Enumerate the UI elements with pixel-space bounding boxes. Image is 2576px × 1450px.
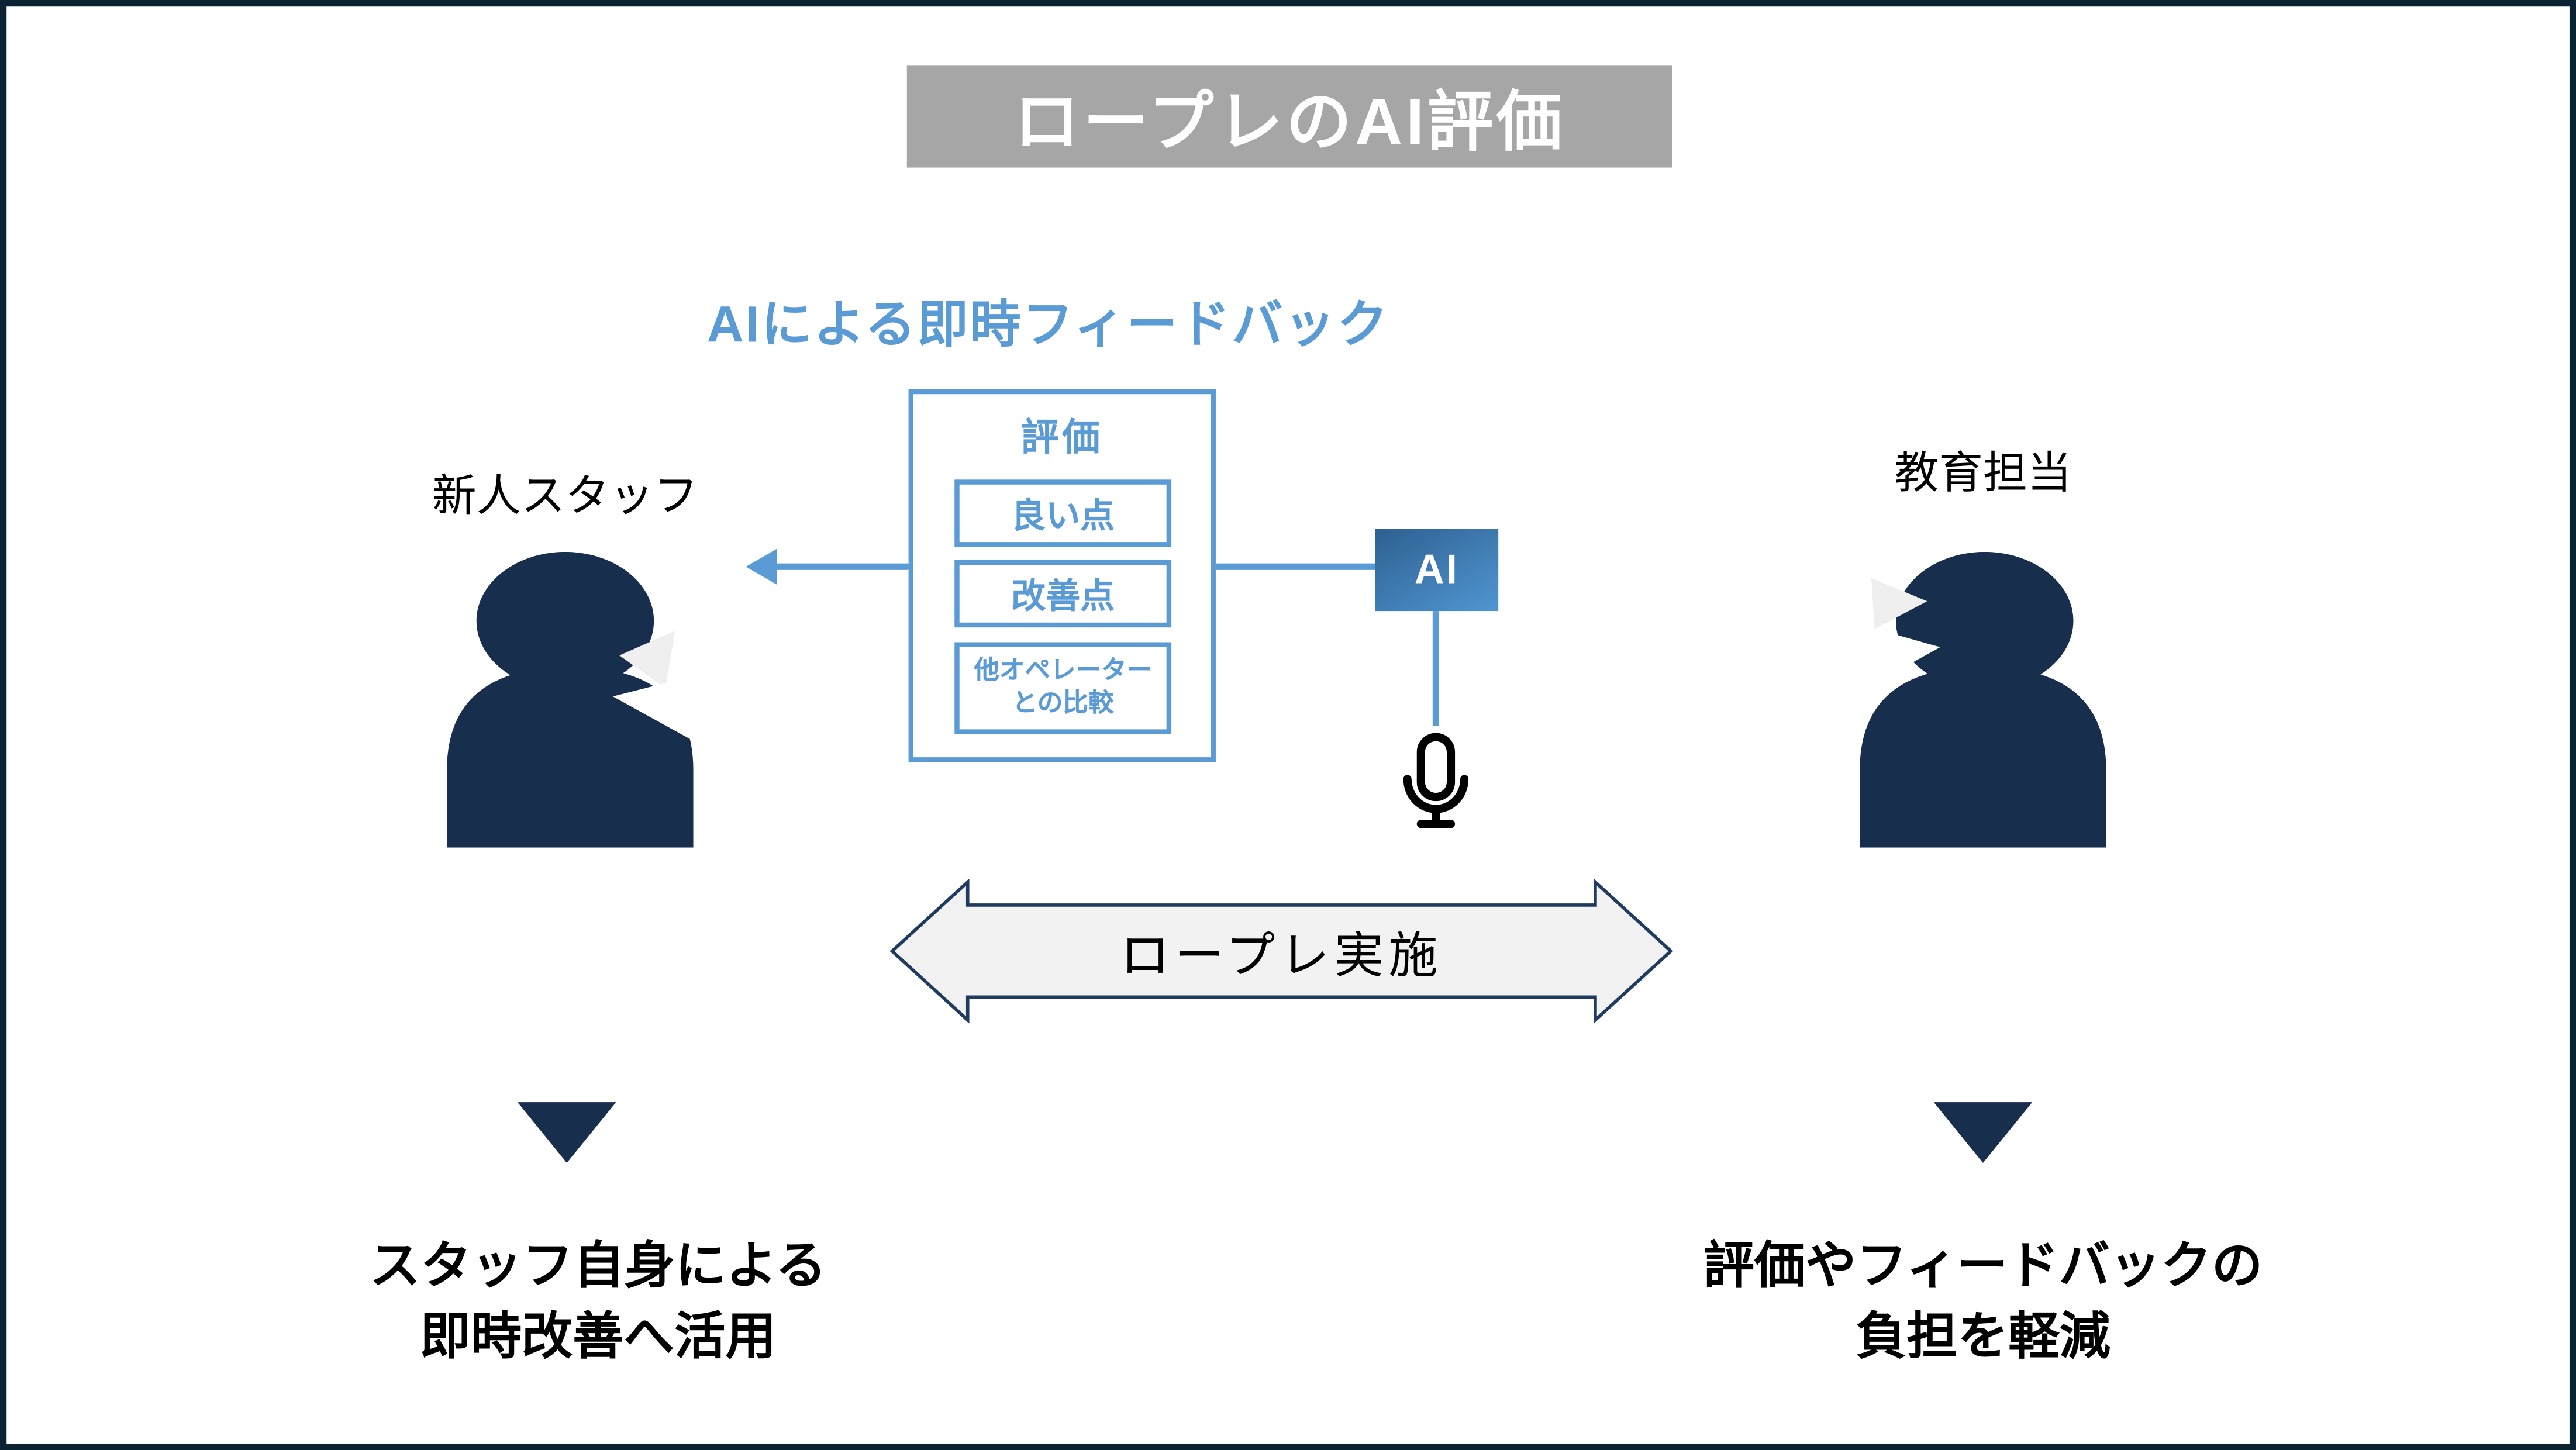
ai-feedback-heading: AIによる即時フィードバック bbox=[706, 295, 1389, 354]
roleplay-arrow-label: ロープレ実施 bbox=[1120, 930, 1443, 984]
right-down-arrow-icon bbox=[1933, 1102, 2033, 1164]
feedback-arrowhead-icon bbox=[746, 548, 777, 585]
diagram-title: ロープレのAI評価 bbox=[1013, 87, 1565, 160]
speech-wedge-icon bbox=[1871, 578, 1927, 630]
title-banner: ロープレのAI評価 bbox=[906, 65, 1672, 168]
double-arrow-shape bbox=[889, 879, 1674, 1024]
speech-wedge-icon bbox=[619, 630, 675, 689]
evaluation-item-operator-comparison: 他オペレーター との比較 bbox=[954, 642, 1172, 734]
left-person-label: 新人スタッフ bbox=[432, 471, 698, 521]
ai-mic-connector-line bbox=[1432, 611, 1440, 726]
roleplay-double-arrow: ロープレ実施 bbox=[889, 879, 1674, 1024]
new-staff-silhouette-icon bbox=[447, 551, 694, 848]
evaluation-item-improvement-points: 改善点 bbox=[954, 560, 1172, 628]
ai-box: AI bbox=[1375, 529, 1499, 612]
left-outcome-text: スタッフ自身による 即時改善へ活用 bbox=[369, 1237, 827, 1365]
right-outcome-text: 評価やフィードバックの 負担を軽減 bbox=[1703, 1237, 2263, 1365]
feedback-connector-line bbox=[772, 563, 909, 570]
evaluation-box: 評価 良い点 改善点 他オペレーター との比較 bbox=[908, 389, 1216, 762]
left-down-arrow-icon bbox=[517, 1102, 616, 1164]
microphone-icon bbox=[1403, 733, 1469, 828]
evaluation-item-good-points: 良い点 bbox=[954, 479, 1172, 547]
ai-connector-line bbox=[1215, 563, 1375, 570]
right-person-label: 教育担当 bbox=[1894, 448, 2072, 498]
trainer-silhouette-icon bbox=[1860, 551, 2106, 848]
evaluation-title: 評価 bbox=[1021, 415, 1103, 458]
